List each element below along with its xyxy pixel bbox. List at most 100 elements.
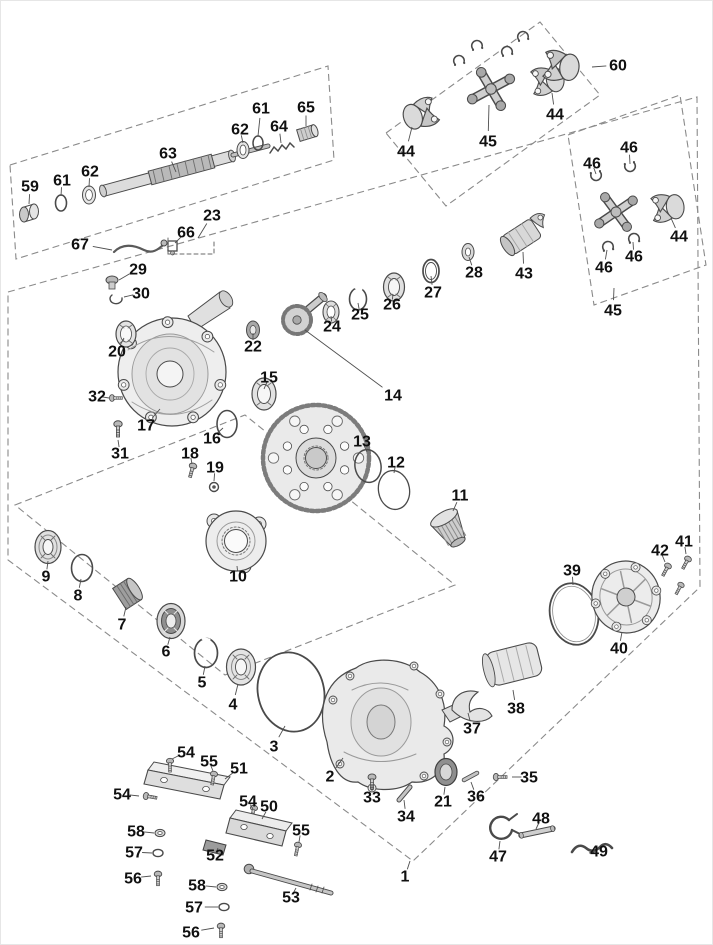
leader-line <box>88 178 90 188</box>
leader-line <box>535 822 540 830</box>
part-14-ring-gear <box>260 402 372 514</box>
callout-23: 23 <box>203 208 221 225</box>
callout-67: 67 <box>71 237 89 254</box>
callout-55: 55 <box>200 754 218 771</box>
leader-line <box>117 439 120 448</box>
part-23-bracket-outline <box>167 237 215 255</box>
callout-46: 46 <box>595 260 613 277</box>
part-40-cover <box>590 560 662 634</box>
callout-45: 45 <box>479 134 497 151</box>
leader-line <box>670 217 676 229</box>
callout-54: 54 <box>177 745 195 762</box>
callout-44: 44 <box>546 107 564 124</box>
callout-61: 61 <box>252 101 270 118</box>
leader-line <box>468 256 473 266</box>
leader-line <box>406 860 411 870</box>
leader-line <box>551 92 555 105</box>
callout-46: 46 <box>625 249 643 266</box>
callout-12: 12 <box>387 455 405 472</box>
snap-ring-icon <box>499 44 515 59</box>
callout-24: 24 <box>323 319 341 336</box>
leader-line <box>174 236 182 244</box>
leader-line <box>144 831 155 834</box>
leader-line <box>604 249 608 260</box>
leader-line <box>171 161 177 173</box>
callout-57: 57 <box>125 845 143 862</box>
leader-line <box>234 683 239 696</box>
part-4-bearing <box>225 648 257 686</box>
part-2-housing <box>322 659 471 793</box>
callout-15: 15 <box>260 370 278 387</box>
callout-54: 54 <box>239 794 257 811</box>
callout-60: 60 <box>609 58 627 75</box>
leader-line <box>330 315 333 322</box>
callout-65: 65 <box>297 100 315 117</box>
part-54-bolt <box>142 791 158 802</box>
leader-line <box>197 223 208 239</box>
part-19-washer <box>208 481 220 493</box>
ujoint-kit-upper-box <box>385 21 601 207</box>
callout-62: 62 <box>231 122 249 139</box>
bearing-stack-box <box>13 414 457 676</box>
callout-53: 53 <box>282 890 300 907</box>
callout-50: 50 <box>260 799 278 816</box>
leader-line <box>213 473 216 482</box>
leader-line <box>391 293 394 300</box>
leader-line <box>613 287 615 301</box>
propshaft-group-box <box>9 65 335 260</box>
callout-43: 43 <box>515 266 533 283</box>
callout-41: 41 <box>675 534 693 551</box>
part-61-washer <box>54 194 68 212</box>
callout-64: 64 <box>270 119 288 136</box>
leader-line <box>357 302 360 310</box>
callout-52: 52 <box>206 848 224 865</box>
leader-line <box>257 117 261 137</box>
leader-line <box>588 851 595 854</box>
leader-line <box>335 757 344 769</box>
part-11-bevel-gear <box>430 508 467 548</box>
callout-29: 29 <box>129 262 147 279</box>
leader-line <box>240 135 244 144</box>
leader-line <box>210 765 214 772</box>
part-12-shim <box>377 469 411 511</box>
part-62-ring <box>82 185 96 205</box>
part-45-spider <box>588 185 644 238</box>
leader-line <box>393 466 396 474</box>
leader-line <box>470 781 475 790</box>
part-6-bearing <box>156 602 186 640</box>
leader-line <box>452 502 458 512</box>
ujoint-kit-lower-box <box>567 94 707 306</box>
part-26-bearing <box>382 272 406 302</box>
leader-line <box>263 382 268 390</box>
leader-line <box>443 786 446 795</box>
callout-66: 66 <box>177 225 195 242</box>
part-32-bolt <box>109 394 123 402</box>
main-assembly-box <box>7 96 701 862</box>
part-37-clip-fork <box>451 690 493 722</box>
callout-59: 59 <box>21 179 39 196</box>
part-18-bolt <box>185 461 198 479</box>
callout-38: 38 <box>507 701 525 718</box>
leader-line <box>279 133 282 144</box>
callout-54: 54 <box>113 787 131 804</box>
part-56-bolt <box>216 922 226 939</box>
callout-49: 49 <box>590 844 608 861</box>
callout-46: 46 <box>620 140 638 157</box>
snap-ring-icon <box>515 29 531 44</box>
leader-line <box>512 689 516 700</box>
part-13-shim <box>354 448 382 484</box>
callout-44: 44 <box>670 229 688 246</box>
leader-line <box>123 294 134 298</box>
part-58-washer <box>154 828 166 838</box>
leader-line <box>498 840 501 850</box>
callout-31: 31 <box>111 446 129 463</box>
part-44-yoke <box>650 191 687 224</box>
callout-44: 44 <box>397 144 415 161</box>
callout-42: 42 <box>651 543 669 560</box>
part-57-washer <box>218 902 230 912</box>
callout-10: 10 <box>229 569 247 586</box>
leader-line <box>216 427 224 434</box>
part-67-hose <box>112 239 168 254</box>
leader-line <box>151 408 161 419</box>
